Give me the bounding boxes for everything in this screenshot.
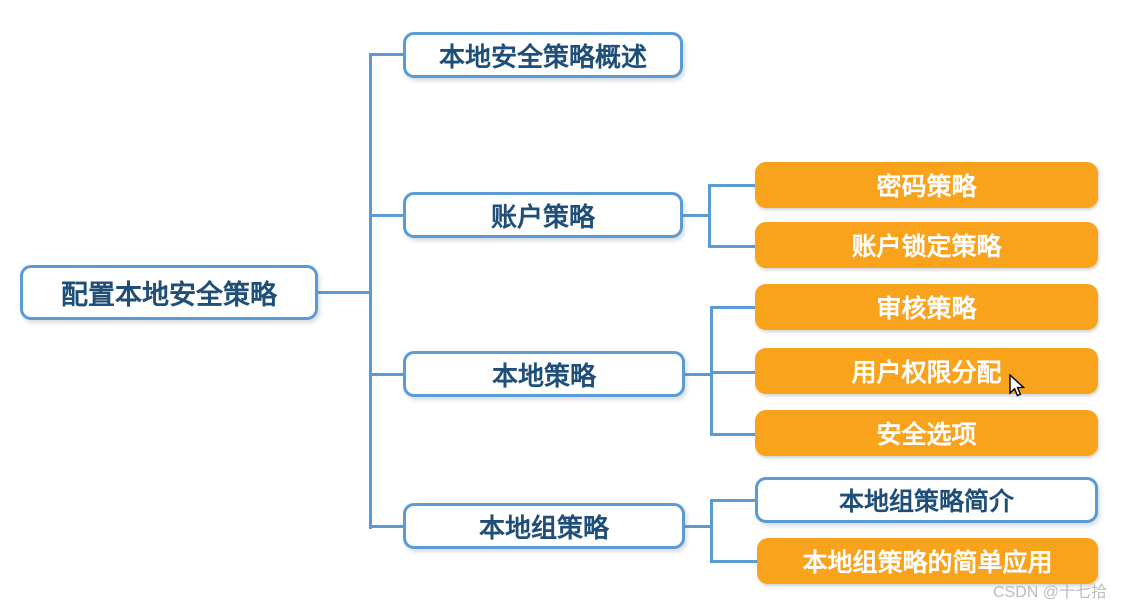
connector-stub-local: [369, 373, 403, 376]
node-group-policy-simple-app[interactable]: 本地组策略的简单应用: [757, 538, 1098, 584]
node-local-group-policy[interactable]: 本地组策略: [403, 503, 685, 549]
connector-root-stub: [318, 291, 370, 294]
connector-account-child-2: [708, 245, 755, 248]
node-root-label: 配置本地安全策略: [61, 280, 277, 310]
csdn-watermark: CSDN @十七拾: [992, 584, 1107, 601]
connector-trunk: [369, 53, 372, 529]
mouse-cursor-icon: [1009, 374, 1026, 397]
connector-group-child-1: [710, 499, 755, 502]
node-overview-label: 本地安全策略概述: [438, 41, 647, 72]
connector-account-bracket: [708, 184, 711, 248]
node-security-options[interactable]: 安全选项: [755, 410, 1098, 456]
node-password-policy[interactable]: 密码策略: [755, 162, 1098, 208]
node-group-policy-simple-app-label: 本地组策略的简单应用: [802, 549, 1053, 577]
node-local-group-policy-label: 本地组策略: [478, 512, 609, 543]
connector-account-child-1: [708, 184, 755, 187]
node-local-policy[interactable]: 本地策略: [403, 351, 685, 397]
node-user-rights-assignment[interactable]: 用户权限分配: [755, 348, 1098, 394]
connector-group-bracket: [710, 499, 713, 563]
node-audit-policy-label: 审核策略: [876, 295, 977, 323]
connector-stub-account: [369, 214, 403, 217]
node-password-policy-label: 密码策略: [876, 173, 977, 201]
node-overview[interactable]: 本地安全策略概述: [403, 32, 683, 78]
node-security-options-label: 安全选项: [876, 421, 977, 449]
connector-group-right: [685, 525, 713, 528]
node-audit-policy[interactable]: 审核策略: [755, 284, 1098, 330]
connector-group-child-2: [710, 560, 757, 563]
connector-local-right: [685, 373, 713, 376]
node-local-policy-label: 本地策略: [491, 360, 596, 391]
connector-local-child-3: [710, 433, 755, 436]
node-account-lockout-policy[interactable]: 账户锁定策略: [755, 222, 1098, 268]
node-account-lockout-policy-label: 账户锁定策略: [851, 233, 1002, 261]
node-user-rights-assignment-label: 用户权限分配: [851, 359, 1002, 387]
node-group-policy-intro-label: 本地组策略简介: [838, 488, 1014, 516]
node-account-policy[interactable]: 账户策略: [403, 192, 683, 238]
connector-account-right: [683, 214, 711, 217]
node-account-policy-label: 账户策略: [490, 201, 595, 232]
node-root[interactable]: 配置本地安全策略: [20, 265, 318, 320]
connector-stub-overview: [369, 53, 403, 56]
connector-local-child-1: [710, 306, 755, 309]
node-group-policy-intro[interactable]: 本地组策略简介: [755, 477, 1098, 523]
connector-local-child-2: [710, 371, 755, 374]
connector-stub-group: [369, 525, 403, 528]
